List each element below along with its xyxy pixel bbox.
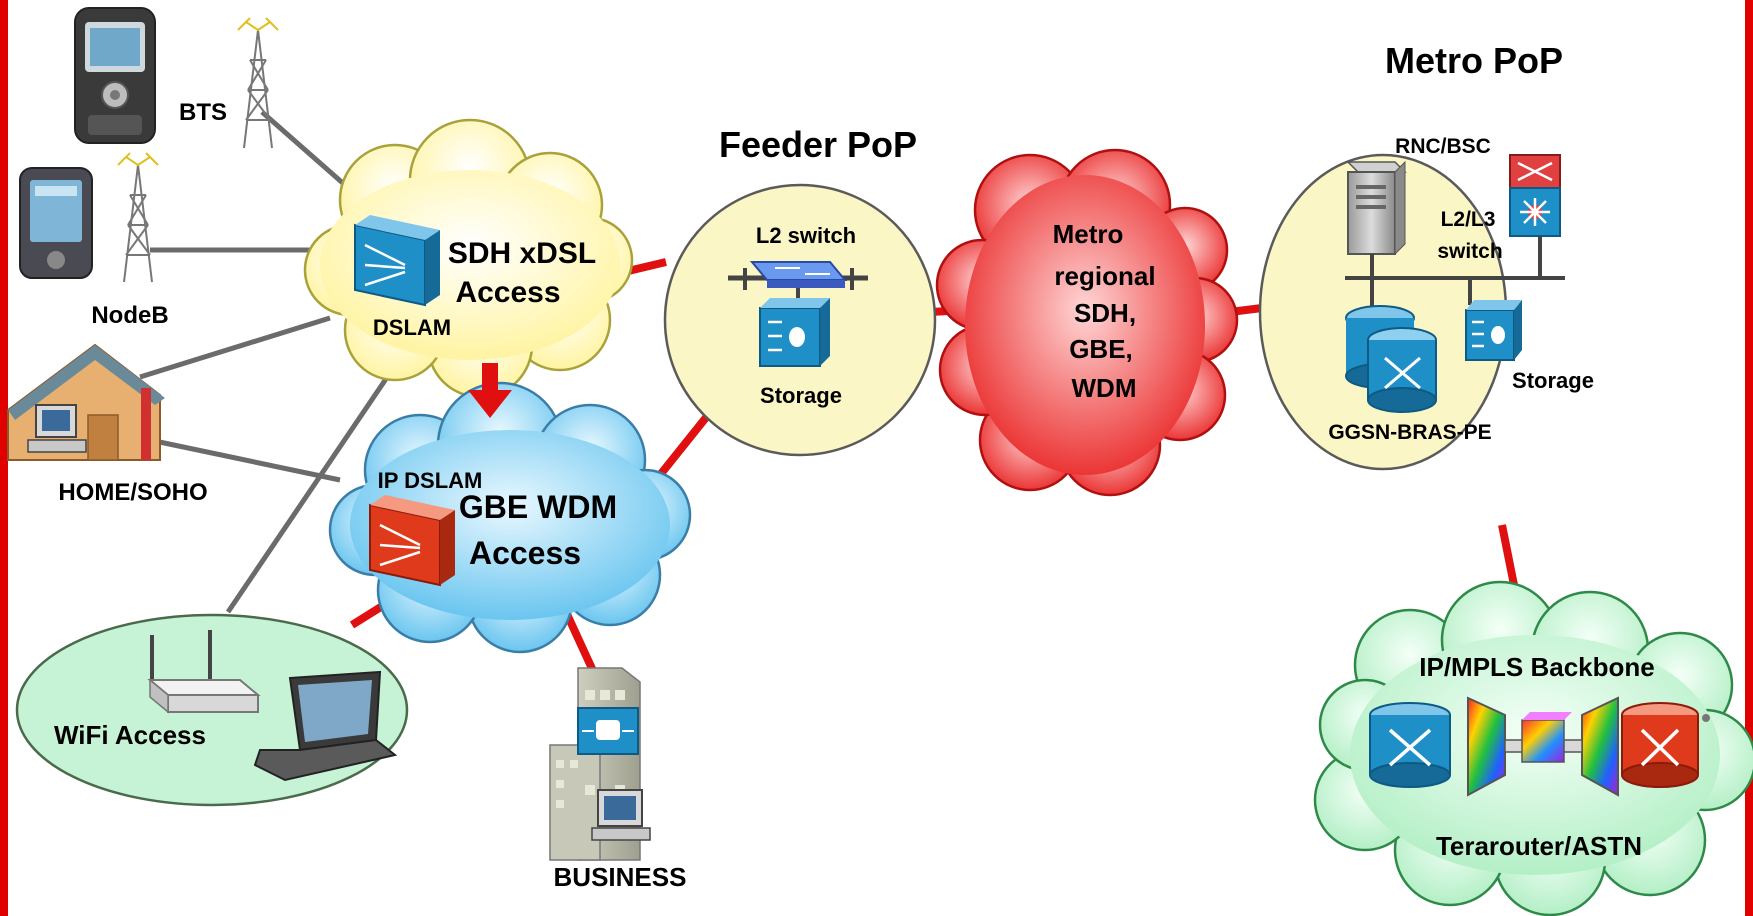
gray-links (139, 110, 395, 614)
mobile-phone-icon (74, 7, 156, 144)
dslam-label: DSLAM (373, 315, 451, 340)
metro-cloud-line2: regional (1054, 261, 1155, 291)
ggsn-label: GGSN-BRAS-PE (1328, 421, 1491, 444)
nodeb-tower-icon (117, 152, 159, 283)
l2-switch-label: L2 switch (756, 223, 856, 248)
l2l3-label-line1: L2/L3 (1441, 208, 1496, 231)
feeder-storage-icon (759, 298, 830, 367)
metro-pop-bus (1345, 236, 1565, 308)
metro-cloud-line3: SDH, (1074, 298, 1136, 328)
pda-device-icon (19, 167, 93, 279)
wifi-access-label: WiFi Access (54, 720, 206, 750)
business-building-icon (549, 667, 651, 861)
home-computer-icon (27, 404, 87, 453)
bts-label: BTS (179, 99, 227, 126)
metro-storage-icon (1465, 300, 1522, 361)
link-bts-dslam (260, 110, 347, 187)
frame-left-border (0, 0, 8, 916)
ggsn-router-icon (1345, 305, 1437, 413)
nodeb-label: NodeB (91, 302, 168, 329)
feeder-pop-title: Feeder PoP (719, 124, 917, 165)
optical-switch-icon (1467, 696, 1619, 797)
laptop-icon (253, 670, 398, 782)
metro-cloud-line1: Metro (1053, 219, 1124, 249)
ip-dslam-label: IP DSLAM (378, 468, 483, 493)
link-wifi-dslam (225, 368, 395, 614)
l2l3-label-line2: switch (1437, 240, 1502, 263)
sdh-access-label: Access (455, 276, 560, 309)
dslam-device-icon (354, 215, 440, 307)
rnc-bsc-label: RNC/BSC (1395, 135, 1491, 158)
ip-dslam-device-icon (369, 495, 455, 587)
bts-tower-icon (237, 17, 279, 149)
down-arrow-icon (468, 363, 512, 418)
terarouter-icon (1621, 702, 1710, 788)
link-home-dslam (139, 315, 331, 380)
metro-pop-title: Metro PoP (1385, 40, 1563, 81)
link-ipdslam-feeder (656, 407, 716, 478)
l2-switch-icon (728, 261, 868, 305)
home-soho-label: HOME/SOHO (58, 479, 207, 506)
metro-storage-label: Storage (1512, 368, 1594, 393)
backbone-cloud (1313, 580, 1753, 916)
backbone-router-icon (1369, 702, 1451, 788)
metro-cloud-line5: WDM (1072, 373, 1137, 403)
gbe-wdm-label: GBE WDM (459, 489, 617, 525)
feeder-storage-label: Storage (760, 383, 842, 408)
gbe-access-label: Access (469, 535, 581, 571)
l2l3-switch-icon (1509, 154, 1561, 237)
link-home-ipdslam (149, 437, 341, 483)
business-label: BUSINESS (554, 862, 687, 892)
metro-cloud-line4: GBE, (1069, 334, 1133, 364)
terarouter-label: Terarouter/ASTN (1436, 831, 1642, 861)
wifi-router-icon (147, 630, 261, 714)
backbone-label: IP/MPLS Backbone (1419, 652, 1655, 682)
sdh-xdsl-label: SDH xDSL (448, 237, 596, 270)
metro-regional-cloud (935, 148, 1239, 497)
frame-right-border (1745, 0, 1753, 916)
rnc-server-icon (1346, 160, 1407, 256)
